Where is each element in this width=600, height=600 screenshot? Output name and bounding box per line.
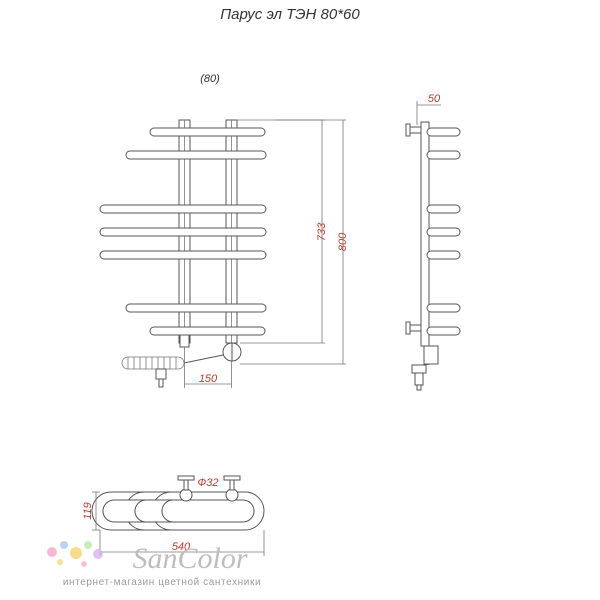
height-800-label: 800	[337, 232, 349, 251]
side-rung-2	[426, 150, 461, 160]
rung-1	[149, 127, 266, 137]
side-depth-label: 50	[428, 93, 441, 105]
logo-dot-violet	[93, 549, 103, 559]
heater-plug	[155, 368, 167, 380]
side-rung-5	[426, 250, 461, 260]
brand-name: SanColor	[132, 542, 247, 575]
height-733-label: 733	[316, 222, 328, 241]
plan-right-collector	[225, 488, 239, 502]
side-view: 50	[405, 93, 461, 391]
bottom-bracket	[408, 324, 422, 332]
logo-dot-pink	[47, 547, 57, 557]
pipe-diameter-label: Ф32	[198, 477, 219, 489]
plan-view: Ф32 119 540	[82, 475, 265, 556]
plan-left-collector	[179, 488, 193, 502]
top-bracket	[408, 126, 422, 134]
side-rung-3	[426, 204, 461, 214]
side-heater-housing	[423, 345, 439, 365]
logo-dot-blue	[60, 541, 68, 549]
logo-dot-green	[84, 541, 92, 549]
side-rung-7	[426, 326, 461, 336]
side-rung-6	[426, 303, 461, 313]
rung-3	[99, 204, 267, 214]
rung-4	[99, 227, 267, 237]
logo-dot-yellow	[70, 547, 82, 559]
top-spacing-label: (80)	[200, 73, 220, 85]
rung-7	[149, 326, 266, 336]
front-view: (80) 733 800	[99, 73, 349, 388]
brand-tagline: интернет-магазин цветной сантехники	[63, 577, 261, 588]
drawing-title: Парус эл ТЭН 80*60	[220, 6, 360, 23]
rung-5	[99, 250, 267, 260]
rung-6	[125, 303, 267, 313]
plan-width-label: 540	[172, 541, 191, 553]
plan-depth-label: 119	[82, 502, 94, 520]
connection-width-label: 150	[199, 373, 218, 385]
brand-watermark: SanColor интернет-магазин цветной сантех…	[47, 541, 261, 588]
left-nut	[179, 334, 190, 348]
side-rung-4	[426, 227, 461, 237]
side-heater-plug	[411, 364, 427, 374]
side-rung-1	[426, 127, 461, 137]
rung-2	[125, 150, 267, 160]
heater-coil	[121, 356, 185, 370]
